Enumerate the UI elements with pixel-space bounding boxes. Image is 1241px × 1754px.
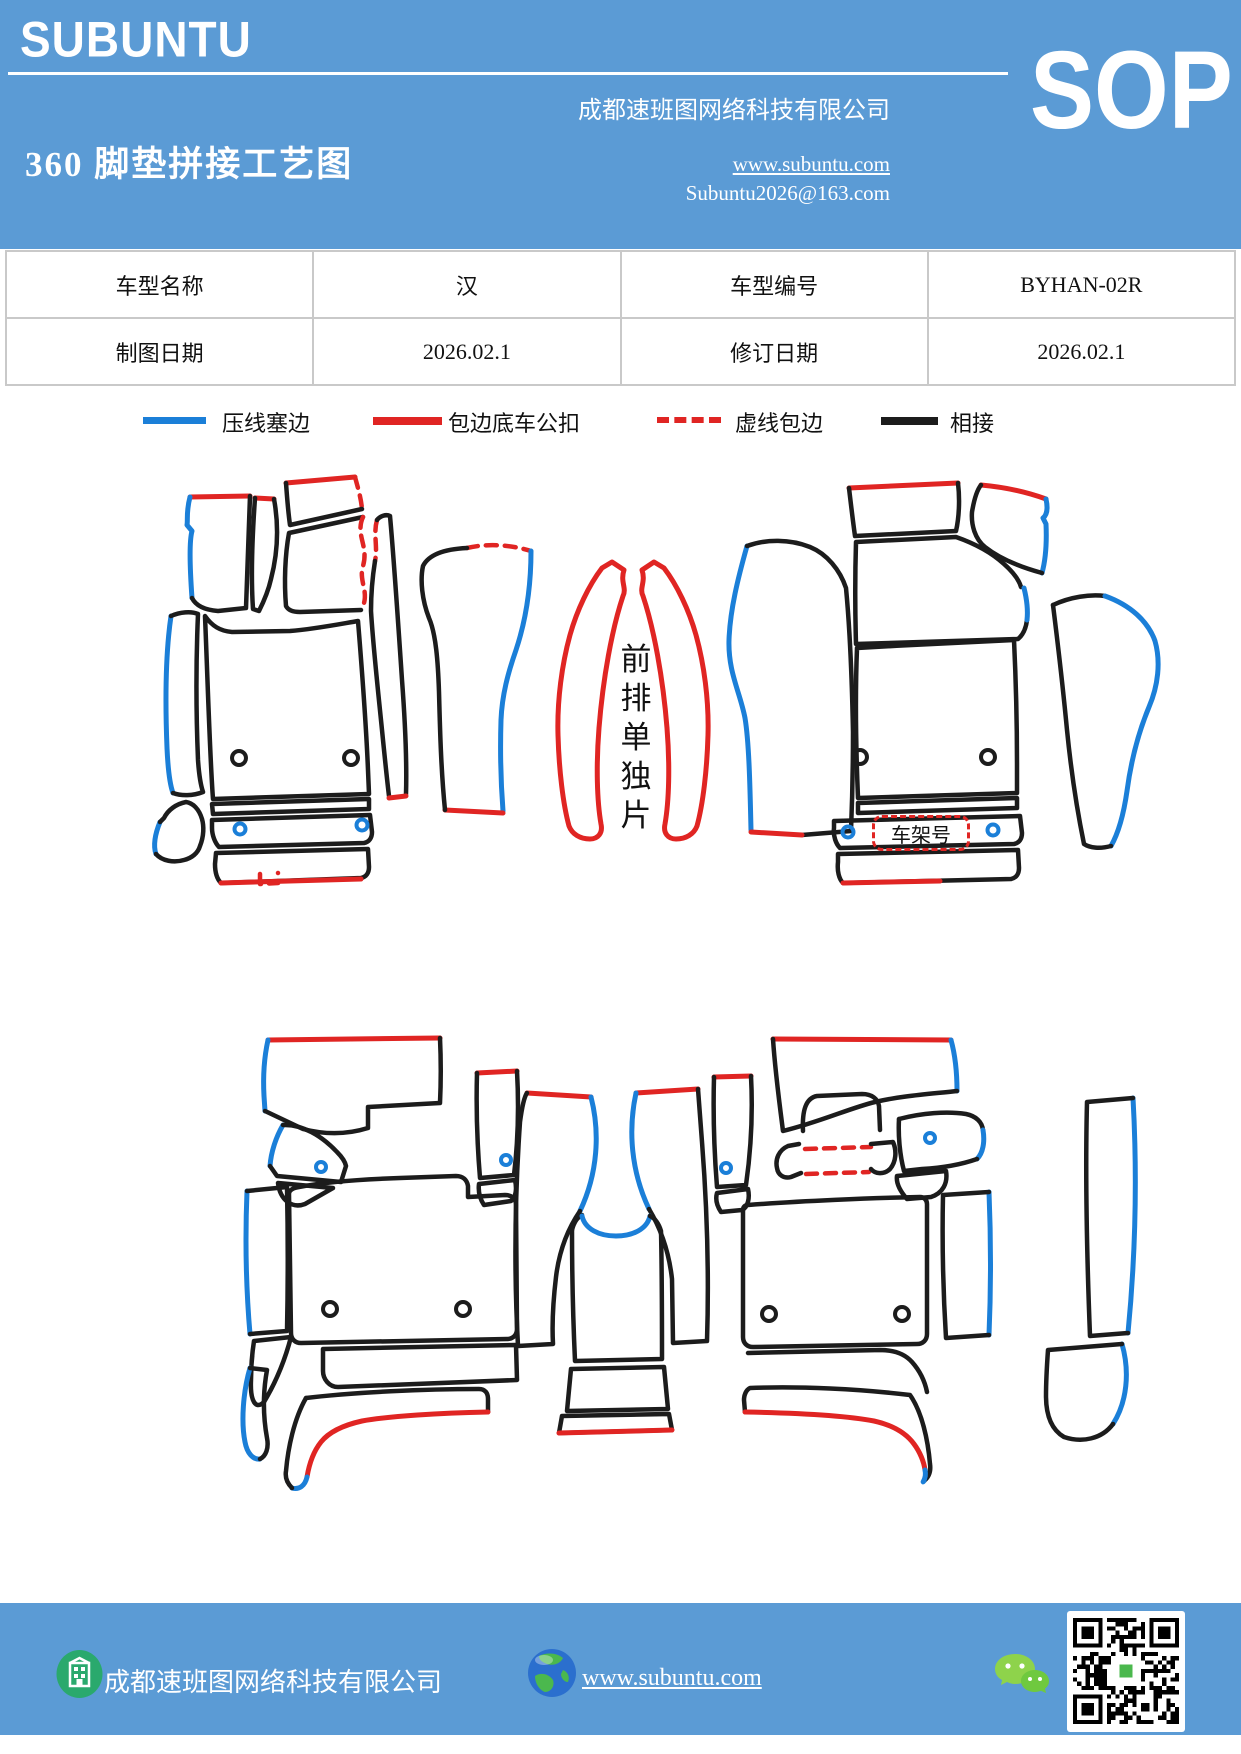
- draw-date-label: 制图日期: [4, 317, 315, 386]
- globe-icon: [528, 1649, 576, 1697]
- floor-mat-pattern-diagram: [152, 474, 1161, 1491]
- header-divider: [8, 72, 1008, 75]
- legend-red-line-swatch: [373, 417, 442, 425]
- rear-mats-group: [240, 1035, 1138, 1491]
- building-icon: [56, 1650, 103, 1698]
- sop-label: SOP: [1030, 29, 1233, 153]
- table-row: 车型名称 汉 车型编号 BYHAN-02R: [4, 250, 1237, 319]
- header-website-link[interactable]: www.subuntu.com: [732, 152, 890, 176]
- model-name-label: 车型名称: [4, 250, 315, 319]
- header-email: Subuntu2026@163.com: [685, 181, 890, 205]
- spec-table: 车型名称 汉 车型编号 BYHAN-02R 制图日期 2026.02.1 修订日…: [4, 250, 1237, 386]
- table-row: 制图日期 2026.02.1 修订日期 2026.02.1: [4, 317, 1237, 386]
- header-company-name: 成都速班图网络科技有限公司: [578, 98, 890, 124]
- model-code-label: 车型编号: [619, 250, 929, 319]
- legend-label-join: 相接: [950, 411, 995, 436]
- legend-blue-line-swatch: [143, 417, 206, 424]
- model-name-value: 汉: [312, 250, 622, 319]
- front-row-piece-label: 前排单独片: [620, 642, 652, 833]
- legend-black-line-swatch: [881, 417, 938, 425]
- legend-dashed-line-swatch: [657, 417, 721, 423]
- draw-date-value: 2026.02.1: [312, 317, 622, 386]
- revise-date-value: 2026.02.1: [926, 317, 1237, 386]
- wechat-icon: [995, 1654, 1049, 1693]
- footer-website-link[interactable]: www.subuntu.com: [582, 1665, 762, 1691]
- brand-logo: SUBUNTU: [20, 11, 252, 68]
- front-mats-group: [152, 474, 1161, 887]
- page-title: 360 脚垫拼接工艺图: [25, 145, 354, 184]
- vin-number-box: 车架号: [872, 815, 970, 851]
- legend-label-bind-buckle: 包边底车公扣: [448, 411, 581, 436]
- header-band: SUBUNTU 成都速班图网络科技有限公司 SOP 360 脚垫拼接工艺图 ww…: [0, 0, 1241, 249]
- qr-code: [1067, 1611, 1185, 1732]
- vin-label: 车架号: [891, 824, 951, 847]
- model-code-value: BYHAN-02R: [926, 250, 1237, 319]
- revise-date-label: 修订日期: [619, 317, 929, 386]
- footer-company-name: 成都速班图网络科技有限公司: [104, 1668, 443, 1697]
- legend-label-dashed-bind: 虚线包边: [735, 411, 824, 436]
- legend-label-press-edge: 压线塞边: [222, 411, 311, 436]
